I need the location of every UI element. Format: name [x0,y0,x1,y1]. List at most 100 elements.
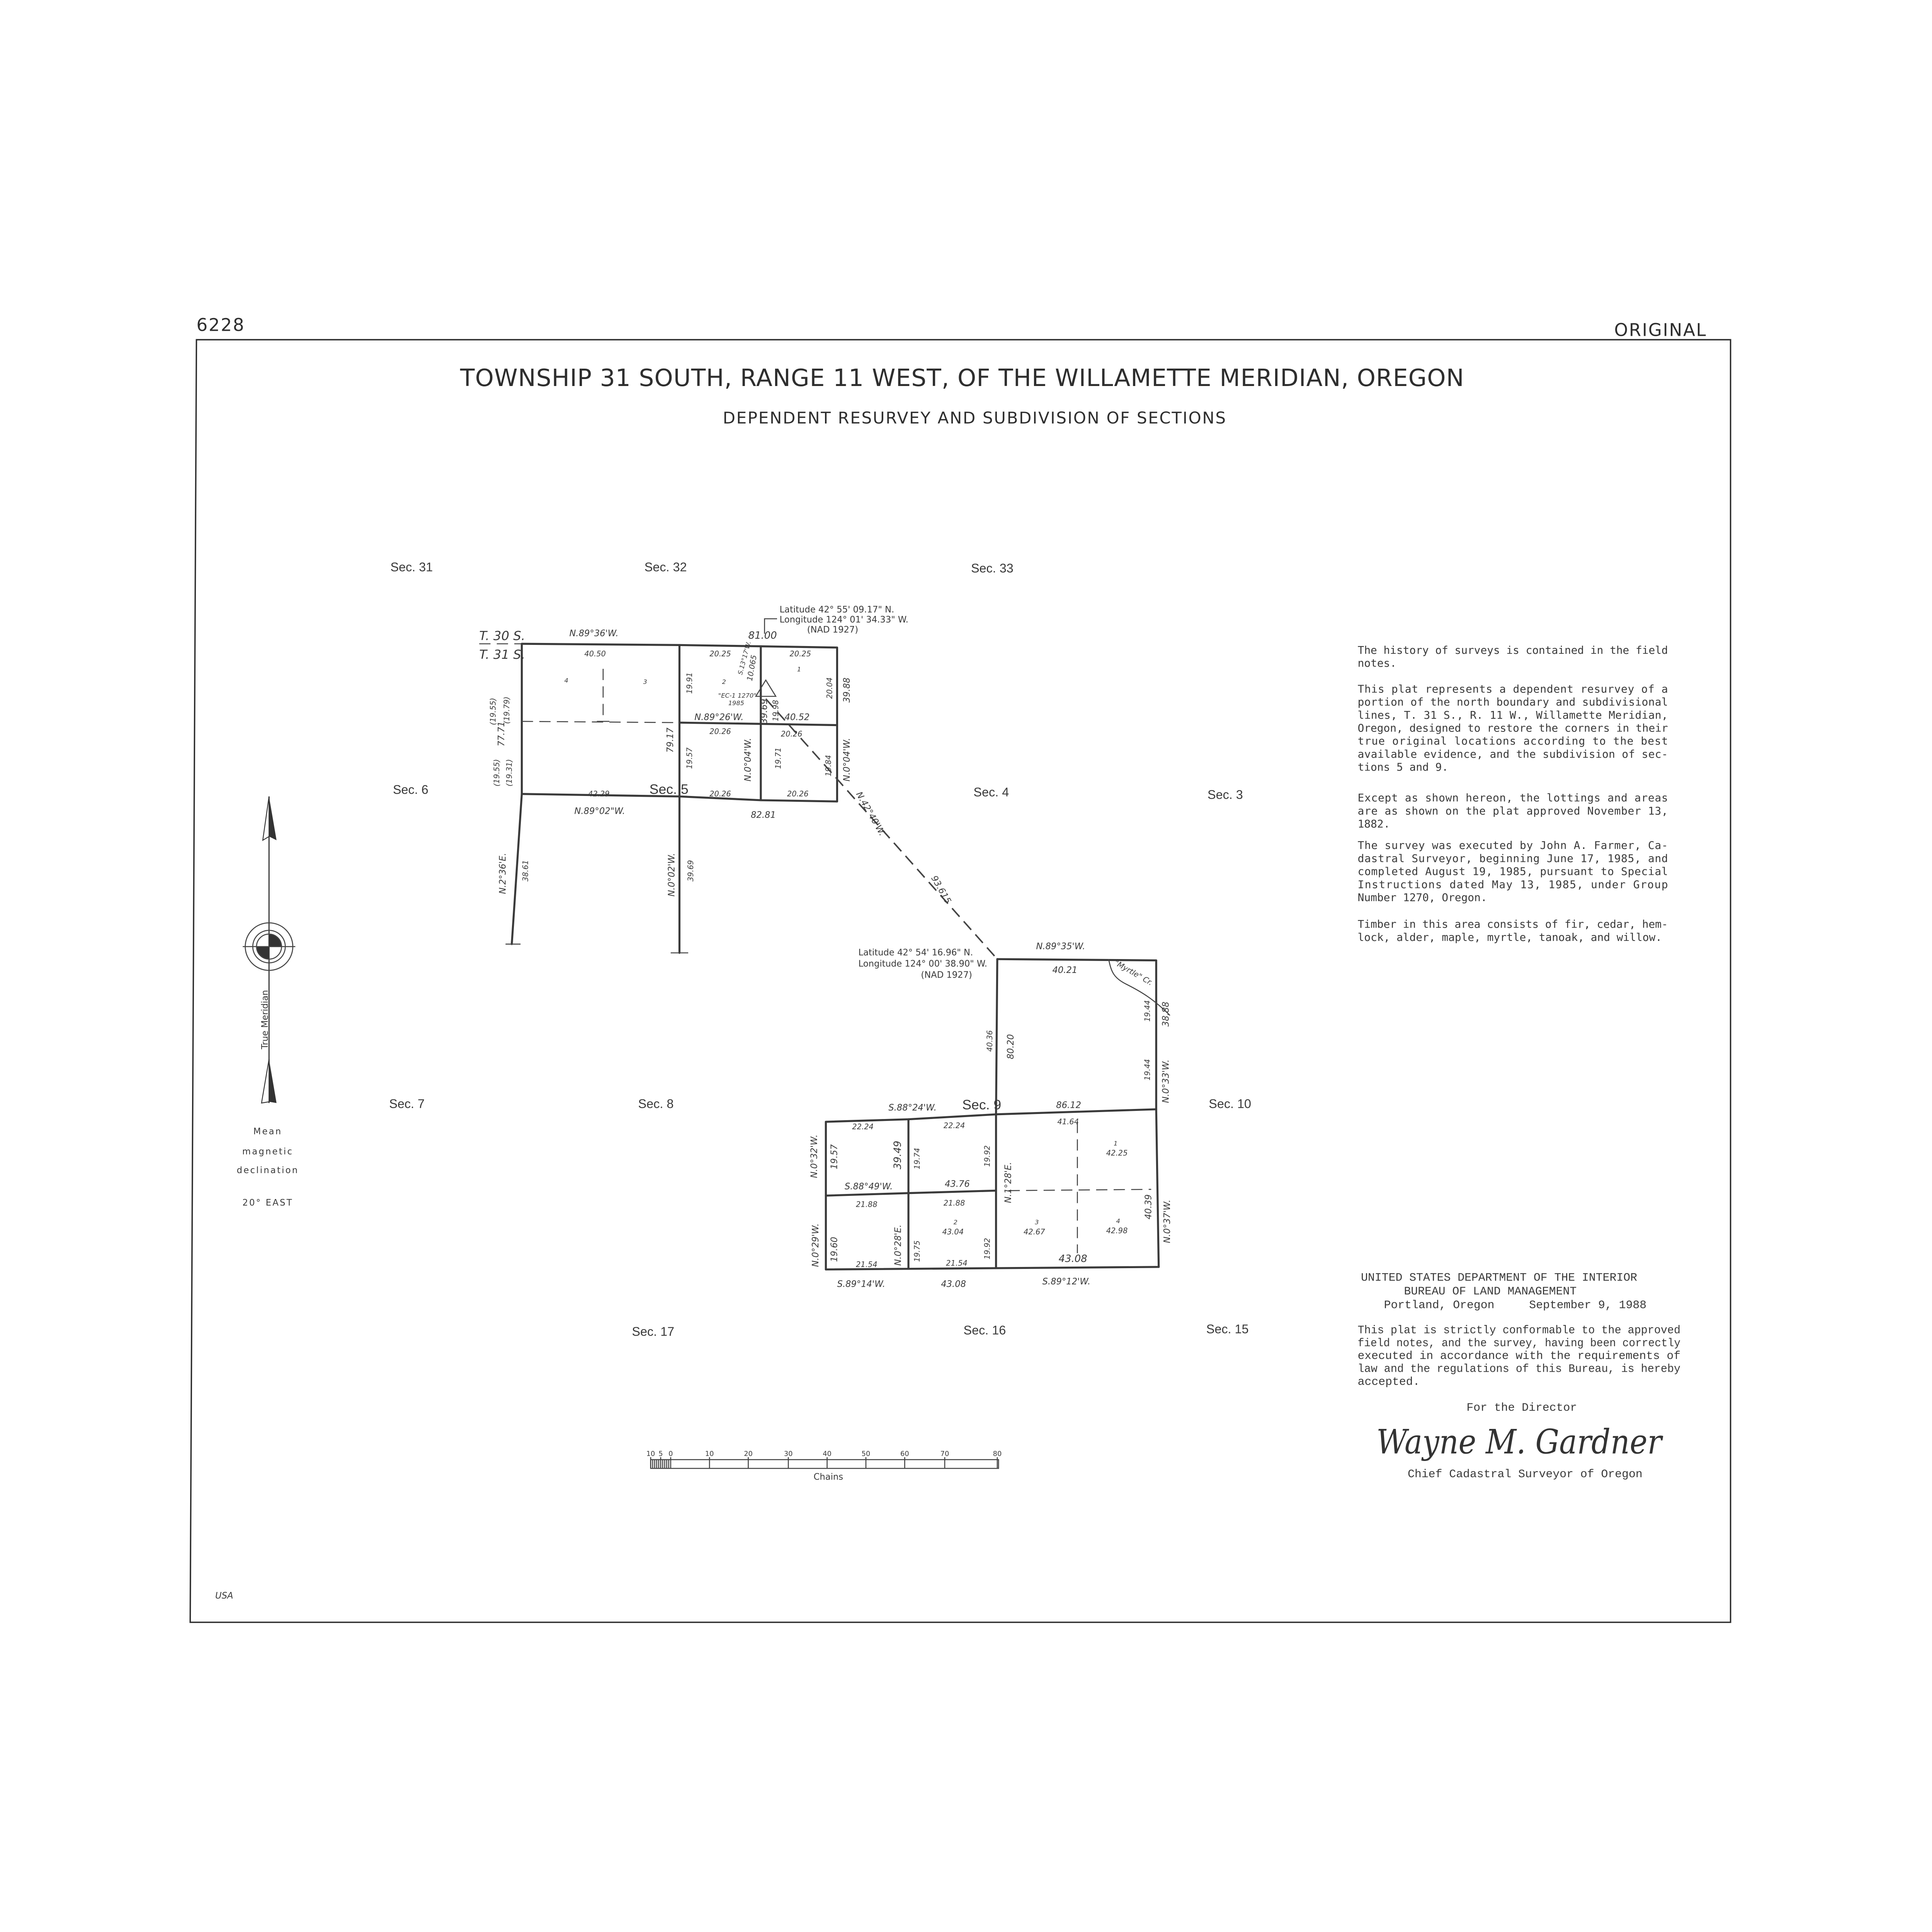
survey-label: 20.25 [789,650,811,658]
south-corner-coordinates: Latitude 42° 54' 16.96" N. Longitude 124… [859,947,987,980]
note-line: tions 5 and 9. [1358,760,1449,773]
survey-label: 80.20 [1006,1034,1016,1059]
survey-label: 3 [643,678,647,685]
survey-label: 79.17 [665,727,675,752]
declination-value: 20° EAST [242,1198,293,1208]
longitude-text: Longitude 124° 01' 34.33" W. [779,615,908,625]
survey-label: 19.60 [829,1237,839,1262]
survey-label: 1 [797,665,801,673]
north-corner-coordinates: Latitude 42° 55' 09.17" N. Longitude 124… [779,605,908,635]
note-line: true original locations according to the… [1358,735,1668,747]
section-label: Sec. 16 [964,1323,1006,1337]
survey-label: 19.84 [824,755,833,777]
survey-label: (19.55) [488,698,497,725]
note-line: lock, alder, maple, myrtle, tanoak, and … [1358,931,1662,944]
north-arrow: True Meridian Mean magnetic declination … [237,796,298,1208]
statement-line: executed in accordance with the requirem… [1358,1349,1680,1362]
survey-label: 4 [1116,1217,1120,1225]
note-line: Instructions dated May 13, 1985, under G… [1358,878,1668,891]
section-label: Sec. 32 [645,560,687,574]
scale-tick-label: 80 [993,1450,1002,1458]
section-label: Sec. 33 [971,561,1014,575]
survey-label: 42.67 [1024,1228,1045,1236]
survey-label: 20.26 [781,730,803,738]
survey-label: T. 30 S. [479,628,525,643]
survey-label: 2 [722,678,726,685]
statement-line: law and the regulations of this Bureau, … [1358,1362,1680,1376]
section-label: Sec. 9 [962,1097,1001,1112]
survey-label: 20.26 [709,789,731,798]
note-line: available evidence, and the subdivision … [1358,748,1668,760]
survey-label: 82.81 [751,810,776,820]
survey-label: N.0°32'W. [810,1134,820,1178]
note-line: The survey was executed by John A. Farme… [1358,839,1668,852]
note-line: The history of surveys is contained in t… [1358,644,1668,656]
survey-label: 22.24 [944,1121,965,1130]
section-label: Sec. 3 [1208,788,1243,802]
survey-label: 43.04 [942,1228,964,1236]
note-line: are as shown on the plat approved Novemb… [1358,804,1668,817]
note-line: notes. [1358,657,1397,670]
scale-tick-label: 30 [784,1450,793,1458]
survey-label: S.89°12'W. [1043,1277,1091,1287]
survey-label: T. 31 S. [479,647,525,662]
scale-tick-label: 20 [744,1450,753,1458]
survey-label: N.0°29'W. [811,1223,821,1267]
survey-label: 22.24 [852,1122,874,1131]
survey-label: N.89°36'W. [569,629,618,639]
survey-label: 19.75 [913,1240,922,1262]
survey-label: 19.92 [983,1238,992,1260]
scale-tick-label: 10 [705,1450,714,1458]
survey-label: 21.88 [856,1200,878,1209]
survey-label: "Myrtle" Cr. [1113,958,1155,988]
scale-tick-label: 50 [862,1450,871,1458]
corner-mark: USA [215,1591,233,1601]
declination-label: Mean [253,1127,282,1137]
survey-label: 1985 [728,699,744,707]
original-stamp: ORIGINAL [1614,320,1707,340]
department-name: UNITED STATES DEPARTMENT OF THE INTERIOR [1361,1271,1637,1284]
section-label: Sec. 5 [650,782,689,797]
survey-label: N.0°04'W. [743,738,753,782]
survey-label: N.0°04'W. [842,738,852,782]
survey-label: N.0°28'E. [893,1225,903,1265]
section-label: Sec. 6 [393,783,429,797]
survey-label: 41.64 [1057,1117,1079,1126]
survey-label: (19.79) [502,697,511,724]
survey-target-icon [243,922,296,971]
survey-label: (19.55) [492,759,501,787]
for-the-director: For the Director [1466,1401,1577,1414]
note-line: This plat represents a dependent resurve… [1358,682,1668,695]
survey-label: 19.44 [1143,1059,1152,1081]
south-arrowhead-icon [261,1059,270,1104]
survey-label: 19.57 [829,1144,839,1169]
note-line: Timber in this area consists of fir, ced… [1358,918,1668,930]
survey-label: 38.61 [521,860,530,882]
survey-label: 2 [954,1219,957,1226]
section-5-lines [479,618,998,960]
section-label: Sec. 17 [632,1325,674,1338]
scale-tick-label: 0 [668,1450,673,1458]
survey-label: N.89°26'W. [694,713,743,723]
survey-label: 81.00 [748,630,777,641]
survey-label: N.89°02"W. [574,806,625,816]
survey-label: S.88°24'W. [888,1103,937,1113]
survey-label: N.2°36'E. [498,853,508,894]
survey-label: 43.76 [945,1179,970,1189]
survey-label: 19.71 [774,747,783,769]
note-line: portion of the north boundary and subdiv… [1358,696,1668,708]
survey-label: 86.12 [1056,1100,1081,1111]
survey-label: 42.25 [1106,1149,1128,1158]
declination-label: magnetic [242,1146,293,1156]
survey-label: S.88°49'W. [845,1182,893,1192]
survey-label: 40.39 [1143,1194,1153,1219]
sheet-number: 6228 [196,315,245,335]
survey-label: 40.52 [784,713,810,723]
note-line: Except as shown hereon, the lottings and… [1358,791,1668,804]
plat-title: TOWNSHIP 31 SOUTH, RANGE 11 WEST, OF THE… [460,364,1464,392]
latitude-text: Latitude 42° 54' 16.96" N. [859,947,973,957]
survey-label: 19.74 [913,1148,922,1170]
